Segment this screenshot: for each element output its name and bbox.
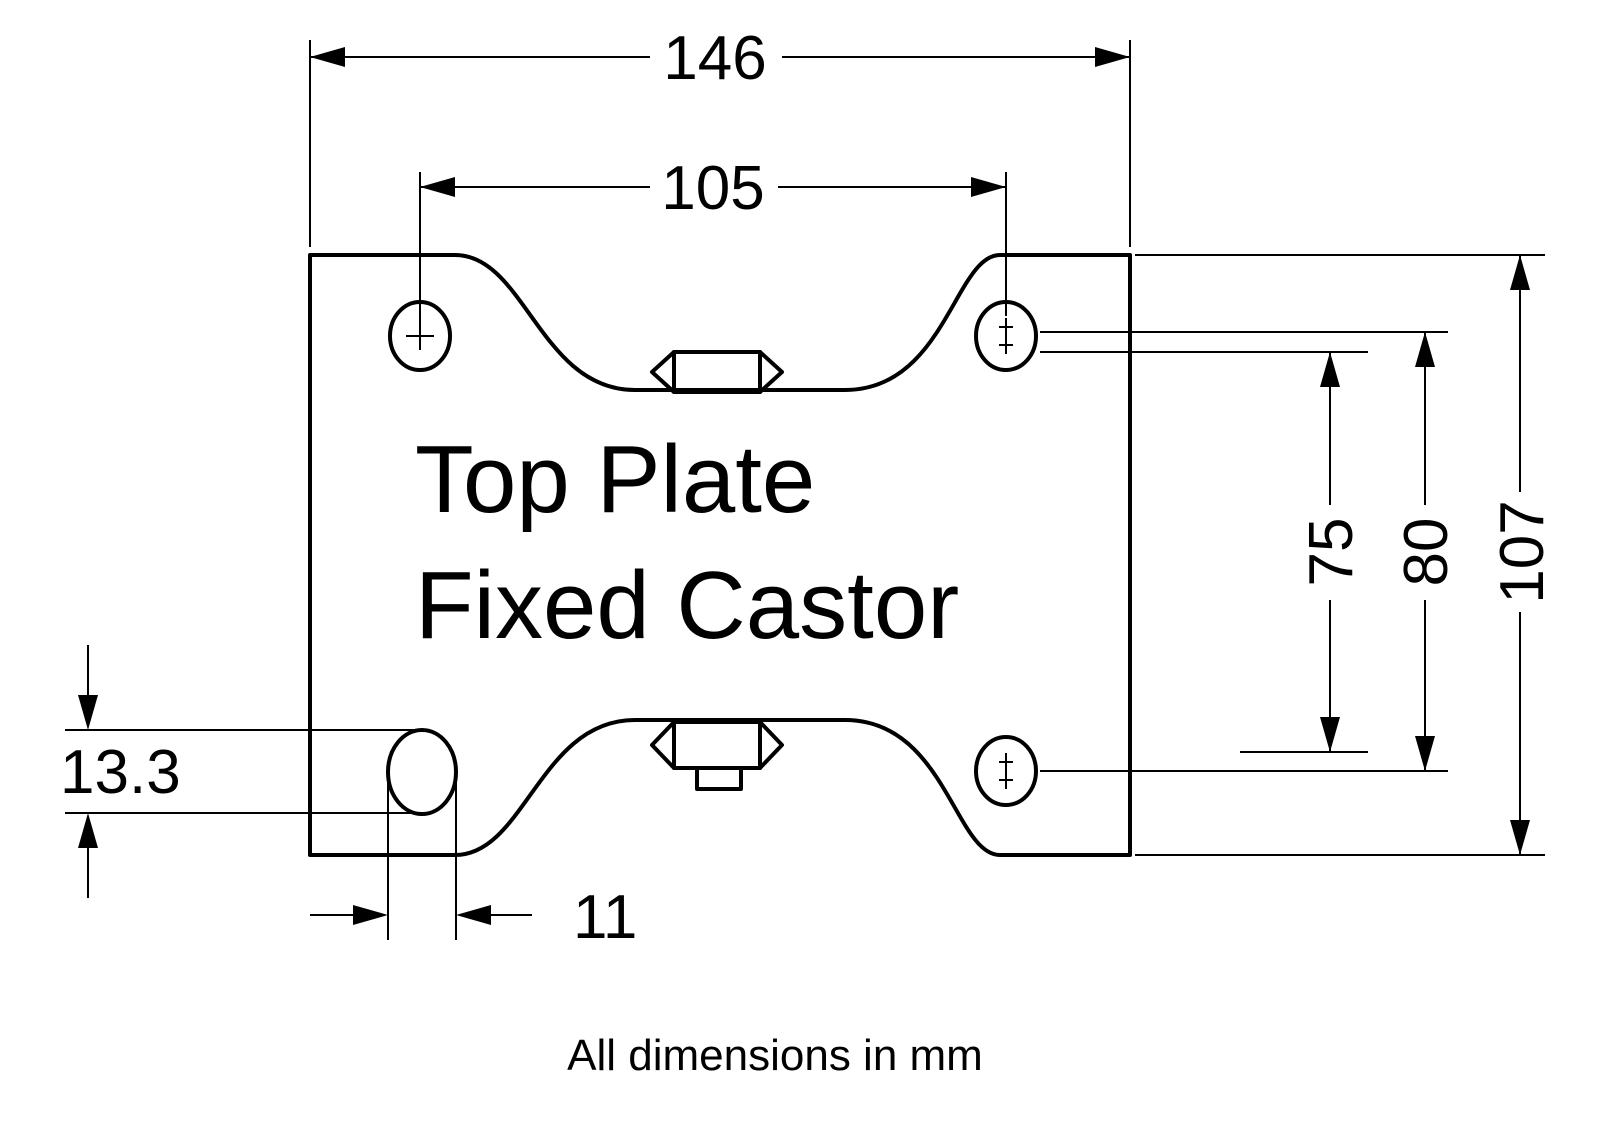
hex-nut-top xyxy=(650,350,784,394)
dimension-slot-width: 11 xyxy=(310,772,637,952)
arrowhead-right-icon xyxy=(1095,47,1130,67)
arrowhead-down-icon xyxy=(1415,736,1435,771)
arrowhead-right-icon xyxy=(353,905,388,925)
bolt-hole-bottom-right xyxy=(974,735,1038,807)
arrowhead-left-icon xyxy=(420,177,455,197)
dim-hole-pitch-width-label: 105 xyxy=(661,154,764,223)
plate-label-line1: Top Plate xyxy=(415,426,815,533)
units-note: All dimensions in mm xyxy=(567,1031,983,1080)
dim-hole-pitch-height-label: 80 xyxy=(1392,518,1461,587)
arrowhead-left-icon xyxy=(456,905,491,925)
arrowhead-down-icon xyxy=(1510,820,1530,855)
arrowhead-down-icon xyxy=(78,695,98,730)
arrowhead-up-icon xyxy=(1320,352,1340,387)
dimension-hole-pitch-width: 105 xyxy=(419,154,1007,350)
plate-outline xyxy=(308,253,1132,857)
dimension-hole-pitch-height: 80 xyxy=(1392,332,1461,771)
arrowhead-right-icon xyxy=(971,177,1006,197)
dim-overall-width-label: 146 xyxy=(663,24,766,93)
bolt-hole-bottom-left xyxy=(386,728,458,816)
dimension-overall-width: 146 xyxy=(309,24,1131,247)
dim-slot-width-label: 11 xyxy=(573,883,637,952)
hex-nut-bottom xyxy=(650,720,784,791)
plate-label: Top Plate Fixed Castor xyxy=(415,426,959,659)
dim-overall-height-label: 107 xyxy=(1488,500,1557,603)
arrowhead-up-icon xyxy=(1510,255,1530,290)
dim-slot-length-label: 13.3 xyxy=(60,738,181,807)
arrowhead-up-icon xyxy=(1415,332,1435,367)
arrowhead-left-icon xyxy=(310,47,345,67)
dimension-overall-height: 107 xyxy=(1488,255,1557,855)
arrowhead-up-icon xyxy=(78,813,98,848)
dim-inner-pitch-height-label: 75 xyxy=(1297,518,1366,587)
plate-label-line2: Fixed Castor xyxy=(415,552,959,659)
arrowhead-down-icon xyxy=(1320,717,1340,752)
nut-thread-stub xyxy=(695,766,743,791)
dimension-inner-pitch-height: 75 xyxy=(1297,352,1366,752)
dimension-slot-length: 13.3 xyxy=(60,645,425,898)
right-extension-lines xyxy=(1040,254,1545,856)
